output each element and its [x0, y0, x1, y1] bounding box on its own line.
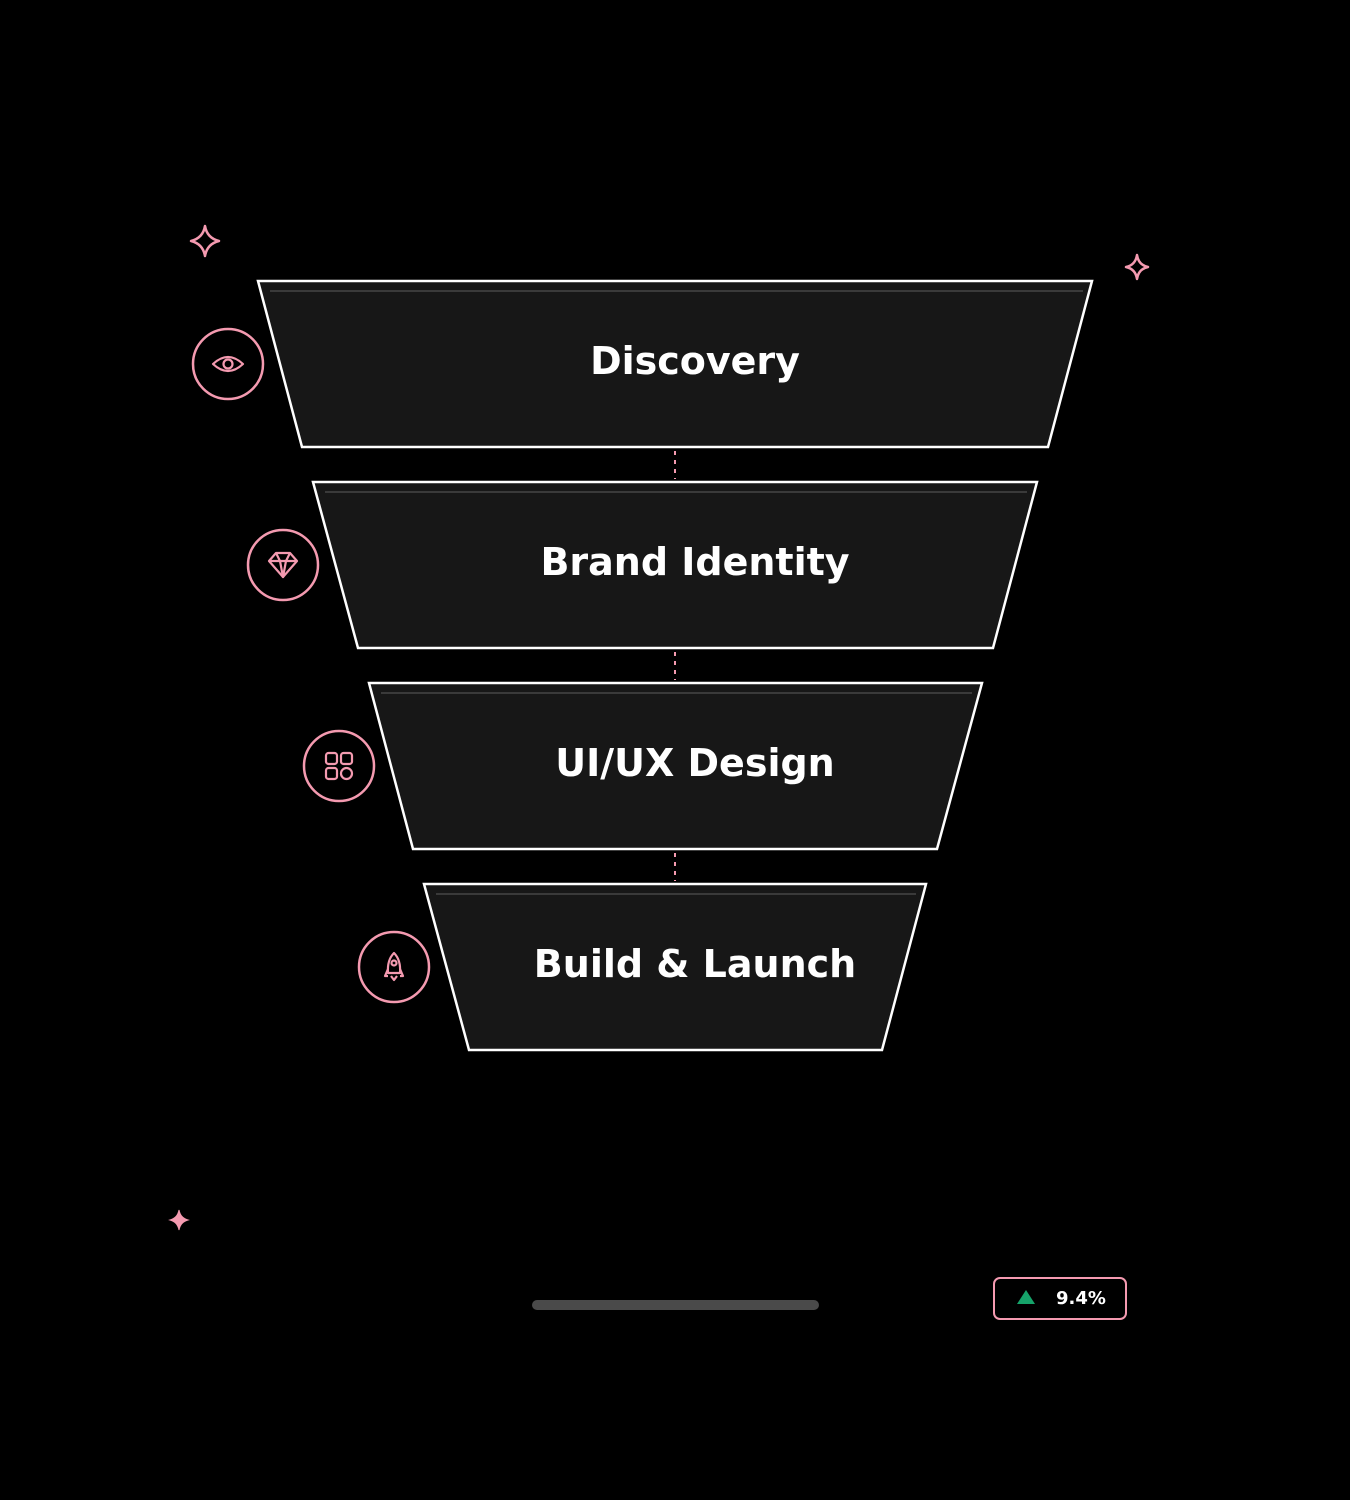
sparkle-icon: [1124, 253, 1150, 281]
stage-icon-badge: [191, 327, 265, 401]
stage-icon-badge: [357, 930, 431, 1004]
funnel-stage-discovery[interactable]: Discovery: [256, 279, 1094, 449]
growth-badge: 9.4%: [993, 1277, 1127, 1320]
sparkle-icon: [189, 224, 221, 258]
stage-label: Discovery: [590, 339, 800, 383]
up-triangle-icon: [1017, 1289, 1035, 1304]
grid-icon: [324, 751, 354, 781]
stage-icon-badge: [302, 729, 376, 803]
stage-label: UI/UX Design: [555, 741, 834, 785]
sparkle-icon: [168, 1209, 190, 1231]
rocket-icon: [383, 951, 405, 982]
funnel-stage-ui-ux-design[interactable]: UI/UX Design: [367, 681, 984, 851]
diamond-icon: [267, 551, 299, 579]
funnel-stage-brand-identity[interactable]: Brand Identity: [311, 480, 1039, 650]
stage-icon-badge: [246, 528, 320, 602]
home-indicator-bar[interactable]: [532, 1300, 819, 1310]
funnel-stage-build-launch[interactable]: Build & Launch: [422, 882, 928, 1052]
eye-icon: [211, 355, 245, 373]
stage-label: Brand Identity: [540, 540, 849, 584]
stage-label: Build & Launch: [534, 942, 856, 986]
growth-value: 9.4%: [1056, 1288, 1106, 1309]
